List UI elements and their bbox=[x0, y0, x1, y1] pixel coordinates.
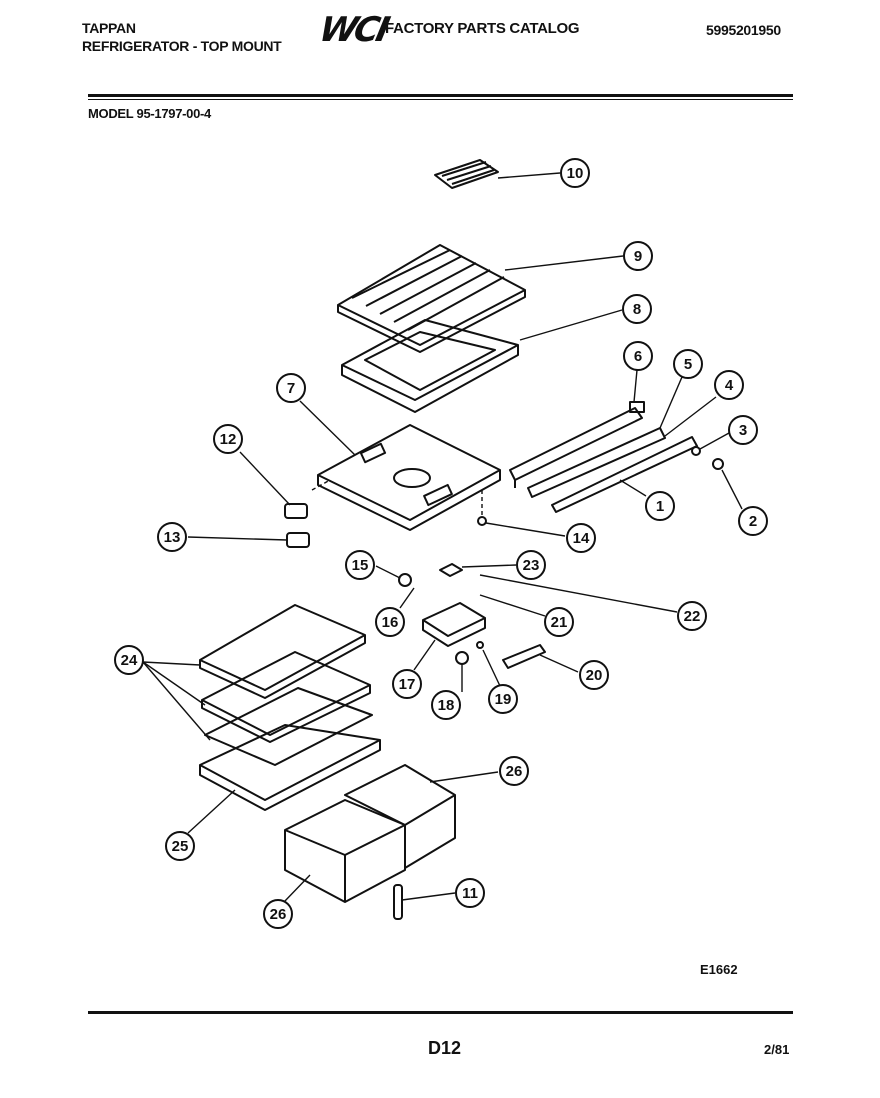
callout-26-upper: 26 bbox=[499, 756, 529, 786]
svg-text:10: 10 bbox=[567, 165, 584, 182]
callout-25: 25 bbox=[165, 831, 195, 861]
callout-6: 6 bbox=[623, 341, 653, 371]
svg-text:22: 22 bbox=[684, 608, 701, 625]
callout-22: 22 bbox=[677, 601, 707, 631]
svg-text:6: 6 bbox=[634, 348, 642, 365]
callout-13: 13 bbox=[157, 522, 187, 552]
catalog-date: 2/81 bbox=[764, 1042, 790, 1057]
callout-18: 18 bbox=[431, 690, 461, 720]
svg-text:23: 23 bbox=[523, 557, 540, 574]
svg-text:9: 9 bbox=[634, 248, 642, 265]
svg-text:18: 18 bbox=[438, 697, 455, 714]
callout-14: 14 bbox=[566, 523, 596, 553]
callout-16: 16 bbox=[375, 607, 405, 637]
callout-3: 3 bbox=[728, 415, 758, 445]
part-vent-grille bbox=[434, 159, 499, 189]
model-number: MODEL 95-1797-00-4 bbox=[88, 106, 211, 121]
svg-text:4: 4 bbox=[725, 377, 734, 394]
callout-7: 7 bbox=[276, 373, 306, 403]
svg-text:12: 12 bbox=[220, 431, 237, 448]
svg-text:25: 25 bbox=[172, 838, 189, 855]
svg-text:1: 1 bbox=[656, 498, 664, 515]
part-screw-small bbox=[691, 446, 701, 456]
svg-text:26: 26 bbox=[506, 763, 523, 780]
catalog-title: FACTORY PARTS CATALOG bbox=[385, 20, 580, 37]
svg-text:14: 14 bbox=[573, 530, 590, 547]
part-freezer-shelf bbox=[337, 244, 526, 353]
svg-text:5: 5 bbox=[684, 356, 692, 373]
callout-21: 21 bbox=[544, 607, 574, 637]
catalog-subtitle: REFRIGERATOR - TOP MOUNT bbox=[82, 38, 282, 54]
callout-12: 12 bbox=[213, 424, 243, 454]
part-light-socket bbox=[284, 503, 310, 548]
svg-text:7: 7 bbox=[287, 380, 295, 397]
leader-lines bbox=[142, 172, 743, 903]
header-rule bbox=[88, 94, 793, 97]
svg-text:20: 20 bbox=[586, 667, 603, 684]
header-rule-thin bbox=[88, 99, 793, 100]
part-screw bbox=[712, 458, 724, 470]
callout-group: 10 9 8 7 6 5 4 3 2 1 12 13 14 15 23 16 2… bbox=[114, 158, 768, 929]
callout-2: 2 bbox=[738, 506, 768, 536]
svg-text:19: 19 bbox=[495, 691, 512, 708]
callout-17: 17 bbox=[392, 669, 422, 699]
part-crisper-pans bbox=[284, 764, 456, 903]
part-shelf-frame bbox=[341, 319, 519, 413]
svg-text:8: 8 bbox=[633, 301, 641, 318]
part-crisper-covers bbox=[199, 604, 373, 766]
svg-text:26: 26 bbox=[270, 906, 287, 923]
brand-name: TAPPAN bbox=[82, 20, 136, 36]
svg-text:13: 13 bbox=[164, 529, 181, 546]
callout-15: 15 bbox=[345, 550, 375, 580]
callout-10: 10 bbox=[560, 158, 590, 188]
page-number: D12 bbox=[428, 1038, 462, 1058]
svg-text:17: 17 bbox=[399, 676, 416, 693]
callout-26-lower: 26 bbox=[263, 899, 293, 929]
svg-text:16: 16 bbox=[382, 614, 399, 631]
part-shelf-rails bbox=[509, 401, 698, 513]
svg-text:24: 24 bbox=[121, 652, 138, 669]
callout-11: 11 bbox=[455, 878, 485, 908]
svg-text:21: 21 bbox=[551, 614, 568, 631]
part-plug bbox=[477, 516, 487, 526]
svg-text:2: 2 bbox=[749, 513, 757, 530]
svg-text:15: 15 bbox=[352, 557, 369, 574]
svg-text:3: 3 bbox=[739, 422, 747, 439]
callout-24: 24 bbox=[114, 645, 144, 675]
callout-1: 1 bbox=[645, 491, 675, 521]
callout-8: 8 bbox=[622, 294, 652, 324]
callout-5: 5 bbox=[673, 349, 703, 379]
part-crisper-frame bbox=[199, 724, 381, 811]
svg-text:11: 11 bbox=[462, 885, 478, 902]
part-pin bbox=[393, 884, 403, 920]
catalog-part-number: 5995201950 bbox=[706, 22, 781, 38]
callout-23: 23 bbox=[516, 550, 546, 580]
part-control-assembly bbox=[398, 563, 546, 669]
part-evaporator-cover bbox=[317, 424, 501, 531]
footer-rule bbox=[88, 1011, 793, 1014]
callout-19: 19 bbox=[488, 684, 518, 714]
drawing-number: E1662 bbox=[700, 962, 738, 977]
callout-9: 9 bbox=[623, 241, 653, 271]
callout-4: 4 bbox=[714, 370, 744, 400]
callout-20: 20 bbox=[579, 660, 609, 690]
